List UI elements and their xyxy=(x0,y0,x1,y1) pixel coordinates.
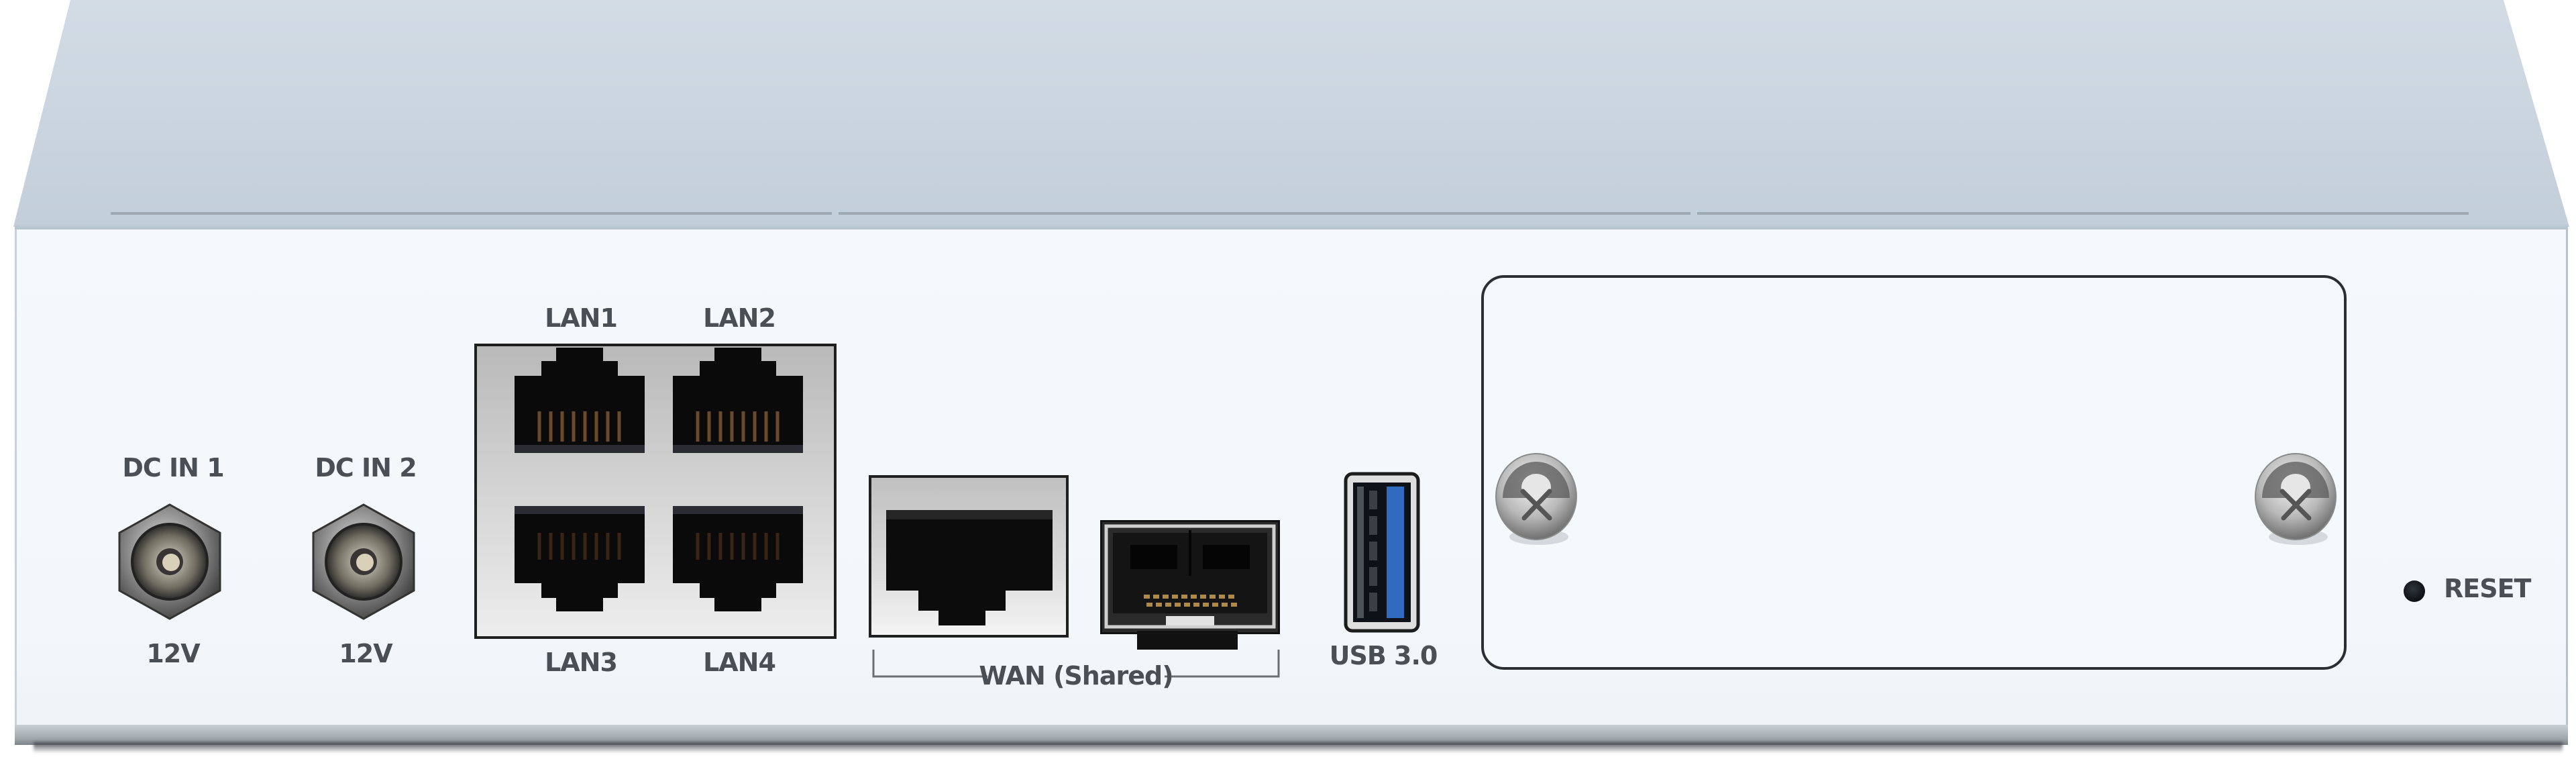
dc-in-1-voltage: 12V xyxy=(146,639,200,668)
usb3-port[interactable] xyxy=(1344,472,1420,633)
lan3-label: LAN3 xyxy=(545,648,618,677)
lan4-port[interactable] xyxy=(667,506,808,613)
panel-shadow xyxy=(34,742,2563,753)
power-jack-icon xyxy=(312,503,415,620)
rj45-port-icon xyxy=(515,506,645,611)
sfp-port-icon xyxy=(1104,524,1276,629)
lan2-port[interactable] xyxy=(667,348,808,455)
phillips-screw-icon xyxy=(1495,453,1577,545)
lan1-port[interactable] xyxy=(509,348,650,455)
expansion-slot-cover xyxy=(1481,275,2347,670)
panel-bottom-edge xyxy=(15,725,2568,745)
right-screw[interactable] xyxy=(2253,448,2340,549)
rj45-port-icon xyxy=(515,348,645,453)
sfp-latch xyxy=(1137,631,1238,650)
phillips-screw-icon xyxy=(2255,453,2337,545)
usb3-label: USB 3.0 xyxy=(1329,641,1438,670)
lan2-label: LAN2 xyxy=(703,303,776,333)
rj45-port-icon xyxy=(886,510,1053,625)
chassis-top xyxy=(0,0,2576,235)
wan-shared-label: WAN (Shared) xyxy=(979,661,1173,691)
lan1-label: LAN1 xyxy=(545,303,618,333)
dc-in-2-voltage: 12V xyxy=(339,639,392,668)
usb-port-icon xyxy=(1344,472,1420,633)
lan4-label: LAN4 xyxy=(703,648,776,677)
power-jack-icon xyxy=(118,503,221,620)
lan3-port[interactable] xyxy=(509,506,650,613)
dc-in-2-jack[interactable] xyxy=(307,502,421,621)
reset-button[interactable] xyxy=(2404,581,2425,602)
wan-rj45-port[interactable] xyxy=(869,475,1069,638)
dc-in-1-label: DC IN 1 xyxy=(122,453,224,483)
wan-sfp-port[interactable] xyxy=(1100,520,1280,634)
lan-port-block xyxy=(474,344,837,639)
dc-in-2-label: DC IN 2 xyxy=(315,453,417,483)
dc-in-1-jack[interactable] xyxy=(113,502,227,621)
rj45-port-icon xyxy=(673,506,803,611)
reset-label: RESET xyxy=(2444,574,2531,603)
rj45-port-icon xyxy=(673,348,803,453)
left-screw[interactable] xyxy=(1493,448,1580,549)
wan-bracket xyxy=(872,650,1280,683)
